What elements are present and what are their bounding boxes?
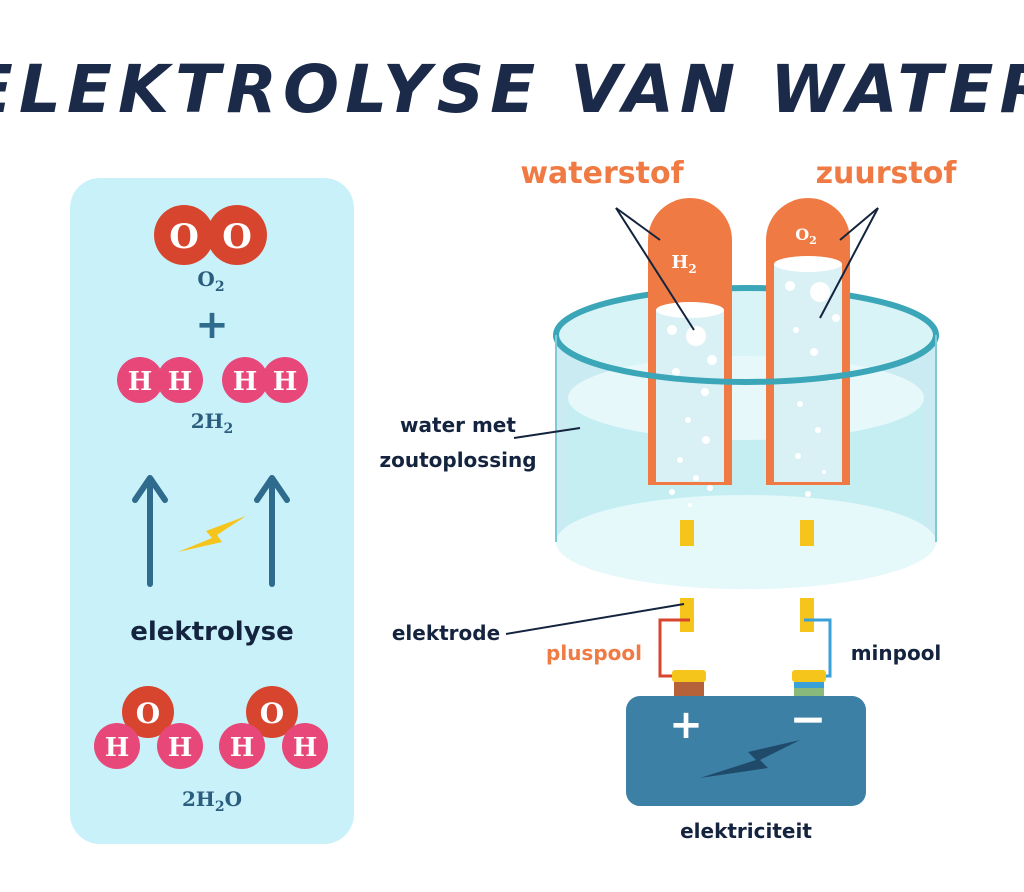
oxygen-pointer: [819, 207, 879, 319]
oxygen-tube-label: O2: [795, 225, 817, 247]
reaction-panel: O O O2 + H H H H 2H2: [70, 178, 354, 844]
electrolysis-label: elektrolyse: [130, 617, 294, 647]
h2o-formula-sub: 2: [215, 799, 225, 815]
h2o-formula-base: 2H: [182, 787, 215, 811]
minus-pole-label: minpool: [851, 641, 942, 665]
battery-terminals: [672, 670, 826, 696]
h-atom-4: H: [273, 367, 298, 397]
h2-molecules: H H H H 2H2: [117, 357, 308, 437]
h2o-h-atom-4: H: [293, 733, 318, 763]
o2-formula-base: O: [197, 267, 214, 291]
water-label-line1: water met: [400, 413, 516, 437]
h2-formula: 2H2: [191, 409, 234, 437]
battery-plus: +: [669, 702, 703, 748]
electrodes: [680, 520, 814, 632]
h2o-formula: 2H2O: [182, 787, 242, 815]
battery-icon: + −: [626, 694, 866, 806]
plus-sign: +: [195, 302, 229, 348]
h-atom-1: H: [128, 367, 153, 397]
h2-formula-sub: 2: [224, 421, 234, 437]
h2o-molecules: O H H O H H 2H2O: [94, 686, 328, 815]
h2o-h-atom-1: H: [105, 733, 130, 763]
oxygen-tube: O2: [766, 198, 850, 485]
h-atom-2: H: [168, 367, 193, 397]
h-atom-3: H: [233, 367, 258, 397]
h2-tube-sub: 2: [688, 262, 696, 276]
electrode-pointer: [505, 603, 685, 635]
water-pointer: [513, 427, 581, 439]
hydrogen-tube-label: H2: [671, 252, 696, 276]
h2o-o-atom-1: O: [136, 697, 160, 730]
red-wire: [658, 618, 690, 678]
lightning-bolt-icon: [700, 740, 800, 778]
o2-atom-1: O: [169, 217, 199, 257]
h2-formula-base: 2H: [191, 409, 224, 433]
h2o-o-atom-2: O: [260, 697, 284, 730]
h2o-h-atom-2: H: [168, 733, 193, 763]
o2-tube-sub: 2: [809, 234, 817, 247]
up-arrow-icon: [132, 475, 168, 587]
o2-atom-2: O: [222, 217, 252, 257]
electrode-label: elektrode: [392, 621, 500, 645]
hydrogen-pointer: [615, 207, 695, 331]
oxygen-label: zuurstof: [816, 156, 958, 191]
page-title: ELEKTROLYSE VAN WATER: [0, 51, 1024, 128]
h2-tube-base: H: [671, 252, 688, 273]
beaker-rim: [553, 334, 939, 385]
battery-minus: −: [790, 694, 827, 745]
plus-pole-label: pluspool: [546, 641, 642, 665]
h2o-formula-tail: O: [225, 787, 242, 811]
up-arrow-icon: [254, 475, 290, 587]
o2-formula-sub: 2: [215, 279, 225, 295]
lightning-bolt-icon: [178, 516, 246, 552]
h2o-h-atom-3: H: [230, 733, 255, 763]
o2-molecule: O O O2: [154, 205, 267, 295]
hydrogen-label: waterstof: [520, 156, 684, 191]
beaker: [553, 285, 939, 589]
o2-tube-base: O: [795, 225, 809, 244]
water-label-line2: zoutoplossing: [379, 448, 536, 472]
electricity-label: elektriciteit: [680, 819, 812, 843]
o2-formula: O2: [197, 267, 224, 295]
